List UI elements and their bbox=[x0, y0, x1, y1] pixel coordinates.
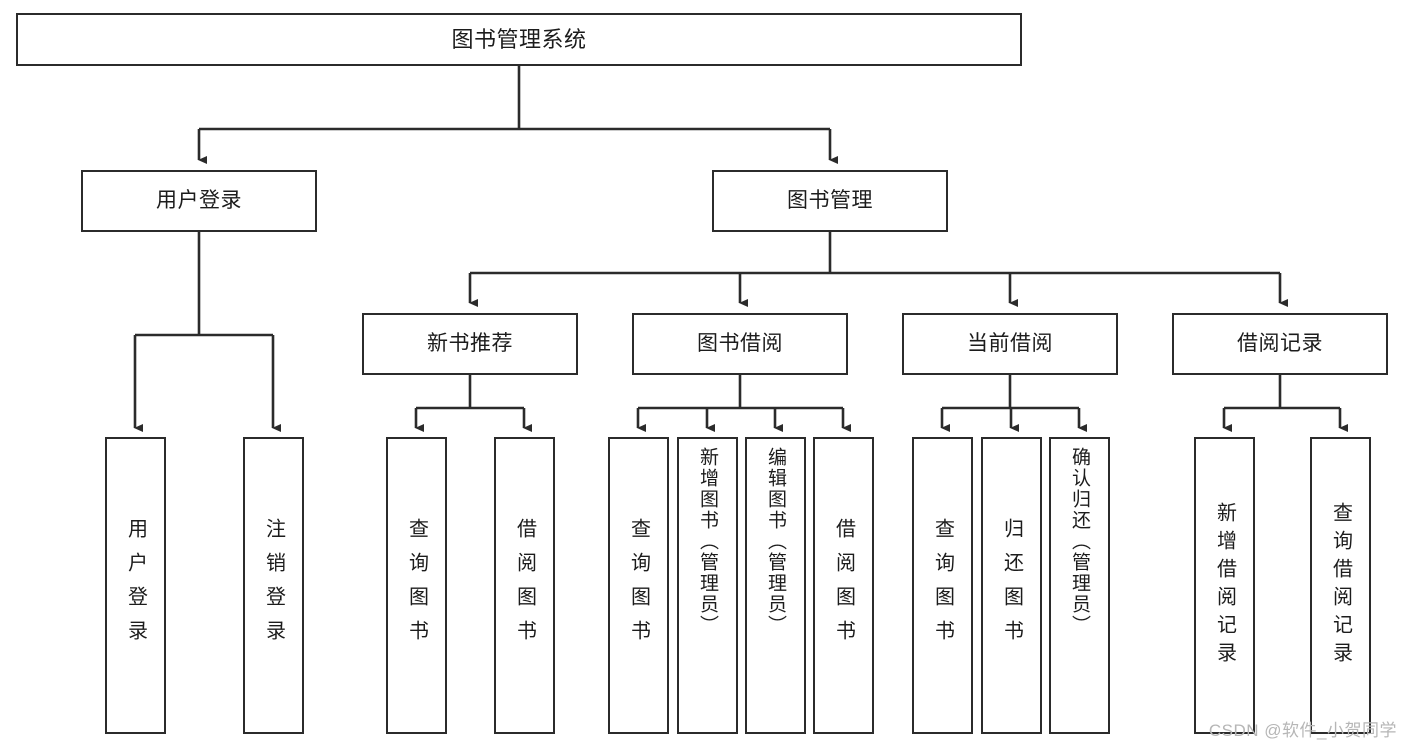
node-label: 用户登录 bbox=[124, 517, 147, 654]
leaf-book-borrow-edit[interactable]: 编辑图书（管理员） bbox=[745, 437, 806, 734]
node-label: 查询图书 bbox=[405, 517, 428, 654]
leaf-current-borrow-query[interactable]: 查询图书 bbox=[912, 437, 973, 734]
node-label: 查询图书 bbox=[627, 517, 650, 654]
node-label: 用户登录 bbox=[156, 188, 242, 212]
leaf-borrow-record-query[interactable]: 查询借阅记录 bbox=[1310, 437, 1371, 734]
leaf-book-borrow-add[interactable]: 新增图书（管理员） bbox=[677, 437, 738, 734]
node-label: 注销登录 bbox=[262, 517, 285, 654]
node-label: 查询图书 bbox=[931, 517, 954, 654]
node-label: 归还图书 bbox=[1000, 517, 1023, 654]
leaf-new-book-borrow[interactable]: 借阅图书 bbox=[494, 437, 555, 734]
node-label: 新增图书（管理员） bbox=[697, 447, 718, 636]
node-label: 当前借阅 bbox=[967, 331, 1053, 355]
node-root-system[interactable]: 图书管理系统 bbox=[16, 13, 1022, 66]
leaf-user-login-login[interactable]: 用户登录 bbox=[105, 437, 166, 734]
node-label: 编辑图书（管理员） bbox=[765, 447, 786, 636]
node-user-login[interactable]: 用户登录 bbox=[81, 170, 317, 232]
leaf-new-book-query[interactable]: 查询图书 bbox=[386, 437, 447, 734]
node-label: 借阅图书 bbox=[513, 517, 536, 654]
node-borrow-record[interactable]: 借阅记录 bbox=[1172, 313, 1388, 375]
leaf-book-borrow-query[interactable]: 查询图书 bbox=[608, 437, 669, 734]
node-label: 图书借阅 bbox=[697, 331, 783, 355]
node-label: 查询借阅记录 bbox=[1329, 501, 1352, 670]
node-label: 图书管理 bbox=[787, 188, 873, 212]
leaf-book-borrow-borrow[interactable]: 借阅图书 bbox=[813, 437, 874, 734]
leaf-borrow-record-add[interactable]: 新增借阅记录 bbox=[1194, 437, 1255, 734]
node-label: 借阅记录 bbox=[1237, 331, 1323, 355]
node-label: 新增借阅记录 bbox=[1213, 501, 1236, 670]
leaf-current-borrow-confirm[interactable]: 确认归还（管理员） bbox=[1049, 437, 1110, 734]
leaf-user-login-logout[interactable]: 注销登录 bbox=[243, 437, 304, 734]
leaf-current-borrow-return[interactable]: 归还图书 bbox=[981, 437, 1042, 734]
node-book-borrow[interactable]: 图书借阅 bbox=[632, 313, 848, 375]
node-book-management[interactable]: 图书管理 bbox=[712, 170, 948, 232]
node-new-book-recommend[interactable]: 新书推荐 bbox=[362, 313, 578, 375]
node-label: 新书推荐 bbox=[427, 331, 513, 355]
node-label: 借阅图书 bbox=[832, 517, 855, 654]
node-label: 图书管理系统 bbox=[451, 26, 587, 52]
node-current-borrow[interactable]: 当前借阅 bbox=[902, 313, 1118, 375]
node-label: 确认归还（管理员） bbox=[1069, 447, 1090, 636]
